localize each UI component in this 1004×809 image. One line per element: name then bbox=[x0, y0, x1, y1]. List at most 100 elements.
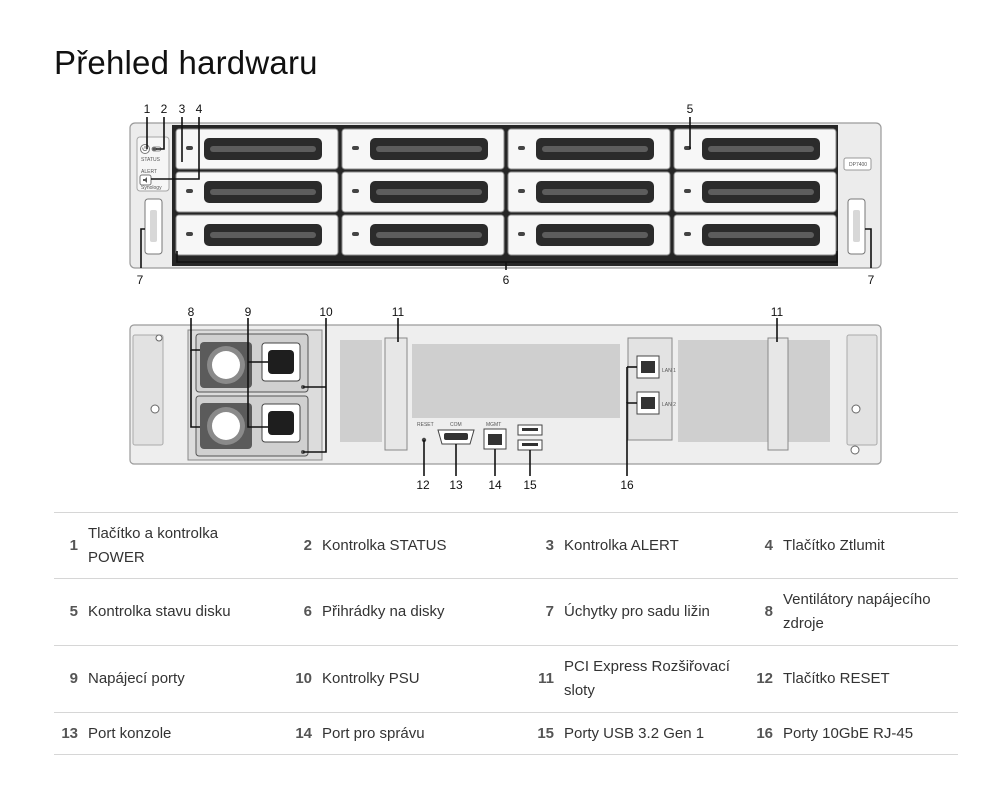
rear-view: RESET COM MGMT LAN 1 LAN 2 bbox=[129, 324, 882, 465]
legend-number: 6 bbox=[268, 578, 322, 646]
brand-label: Synology bbox=[141, 185, 162, 191]
drive-tray[interactable] bbox=[507, 214, 671, 256]
legend-number: 11 bbox=[502, 645, 564, 713]
page-title: Přehled hardwaru bbox=[54, 44, 318, 81]
legend-description: Napájecí porty bbox=[88, 645, 268, 713]
legend-number: 1 bbox=[54, 512, 88, 579]
model-label: DP7400 bbox=[849, 162, 867, 168]
legend-description: Port pro správu bbox=[322, 712, 502, 755]
drive-tray[interactable] bbox=[507, 128, 671, 170]
callout-8: 8 bbox=[188, 305, 195, 319]
callout-14: 14 bbox=[488, 478, 502, 492]
network-card bbox=[627, 337, 673, 441]
callout-3: 3 bbox=[179, 102, 186, 116]
drive-status-led bbox=[186, 232, 193, 236]
screw-icon bbox=[851, 404, 861, 414]
mute-icon bbox=[143, 177, 147, 183]
power-button[interactable] bbox=[140, 144, 150, 154]
drive-status-led bbox=[186, 189, 193, 193]
alert-text: ALERT bbox=[141, 169, 157, 175]
drive-tray[interactable] bbox=[341, 214, 505, 256]
legend-row: 1 Tlačítko a kontrolka POWER 2 Kontrolka… bbox=[54, 512, 958, 579]
psu-fan-upper bbox=[200, 342, 252, 388]
callout-1: 1 bbox=[144, 102, 151, 116]
console-port-inner bbox=[444, 433, 468, 440]
power-port-lower[interactable] bbox=[261, 403, 301, 443]
legend-description: Porty USB 3.2 Gen 1 bbox=[564, 712, 739, 755]
legend-number: 9 bbox=[54, 645, 88, 713]
callout-13: 13 bbox=[449, 478, 463, 492]
legend-number: 8 bbox=[739, 578, 783, 646]
drive-tray[interactable] bbox=[341, 128, 505, 170]
reset-text: RESET bbox=[417, 422, 434, 428]
callout-11-left: 11 bbox=[392, 305, 405, 319]
callout-2: 2 bbox=[161, 102, 168, 116]
legend-number: 7 bbox=[502, 578, 564, 646]
status-indicator-fill bbox=[152, 147, 157, 151]
model-tag bbox=[843, 157, 872, 171]
lan1-text: LAN 1 bbox=[662, 368, 676, 374]
screw-icon bbox=[150, 404, 160, 414]
legend-number: 14 bbox=[268, 712, 322, 755]
mgmt-text: MGMT bbox=[486, 422, 501, 428]
drive-tray[interactable] bbox=[175, 214, 339, 256]
drive-status-led bbox=[518, 232, 525, 236]
legend-description: Tlačítko RESET bbox=[783, 645, 958, 713]
pcie-slot-right bbox=[767, 337, 789, 451]
drive-tray[interactable] bbox=[673, 128, 837, 170]
drive-status-led bbox=[518, 189, 525, 193]
rear-ear-left bbox=[132, 334, 164, 446]
drive-status-led bbox=[352, 146, 359, 150]
legend-row: 13 Port konzole 14 Port pro správu 15 Po… bbox=[54, 712, 958, 755]
legend-number: 16 bbox=[739, 712, 783, 755]
callout-16: 16 bbox=[620, 478, 634, 492]
legend-description: Úchytky pro sadu ližin bbox=[564, 578, 739, 646]
legend-description: Tlačítko Ztlumit bbox=[783, 512, 958, 579]
callout-12: 12 bbox=[416, 478, 430, 492]
screw-icon bbox=[155, 334, 163, 342]
legend-description: Kontrolka STATUS bbox=[322, 512, 502, 579]
drive-status-led bbox=[186, 146, 193, 150]
callout-4: 4 bbox=[196, 102, 203, 116]
callout-numbers: 1 2 3 4 5 6 7 7 8 9 10 11 11 12 13 14 15… bbox=[137, 102, 875, 492]
screw-icon bbox=[850, 445, 860, 455]
callout-11-right: 11 bbox=[771, 305, 784, 319]
com-text: COM bbox=[450, 422, 462, 428]
callout-6: 6 bbox=[503, 273, 510, 287]
legend-number: 3 bbox=[502, 512, 564, 579]
hardware-diagram: STATUS ALERT Synology DP7400 bbox=[129, 102, 882, 492]
drive-tray[interactable] bbox=[507, 171, 671, 213]
management-port-inner bbox=[488, 434, 502, 445]
legend-description: Porty 10GbE RJ-45 bbox=[783, 712, 958, 755]
legend-description: Kontrolky PSU bbox=[322, 645, 502, 713]
status-text: STATUS bbox=[141, 157, 161, 163]
callout-9: 9 bbox=[245, 305, 252, 319]
psu-fan-lower bbox=[200, 403, 252, 449]
legend-table: 1 Tlačítko a kontrolka POWER 2 Kontrolka… bbox=[54, 512, 958, 755]
legend-description: Port konzole bbox=[88, 712, 268, 755]
legend-number: 4 bbox=[739, 512, 783, 579]
legend-number: 12 bbox=[739, 645, 783, 713]
drive-tray[interactable] bbox=[673, 171, 837, 213]
drive-status-led bbox=[518, 146, 525, 150]
drive-tray[interactable] bbox=[175, 128, 339, 170]
drive-status-led bbox=[684, 232, 691, 236]
vent-grille bbox=[340, 340, 382, 442]
vent-grille bbox=[788, 340, 830, 442]
legend-description: PCI Express Rozšiřovací sloty bbox=[564, 645, 739, 713]
rail-handle-left-slot bbox=[150, 210, 157, 242]
legend-row: 5 Kontrolka stavu disku 6 Přihrádky na d… bbox=[54, 578, 958, 646]
rear-ear-right bbox=[846, 334, 878, 446]
drive-status-led bbox=[684, 189, 691, 193]
drive-tray[interactable] bbox=[341, 171, 505, 213]
drive-tray[interactable] bbox=[175, 171, 339, 213]
legend-description: Tlačítko a kontrolka POWER bbox=[88, 512, 268, 579]
front-view: STATUS ALERT Synology DP7400 bbox=[129, 122, 882, 269]
legend-number: 2 bbox=[268, 512, 322, 579]
legend-number: 10 bbox=[268, 645, 322, 713]
legend-description: Ventilátory napájecího zdroje bbox=[783, 578, 958, 646]
drive-tray[interactable] bbox=[673, 214, 837, 256]
callout-15: 15 bbox=[523, 478, 537, 492]
callout-7-left: 7 bbox=[137, 273, 144, 287]
rail-handle-right-slot bbox=[853, 210, 860, 242]
